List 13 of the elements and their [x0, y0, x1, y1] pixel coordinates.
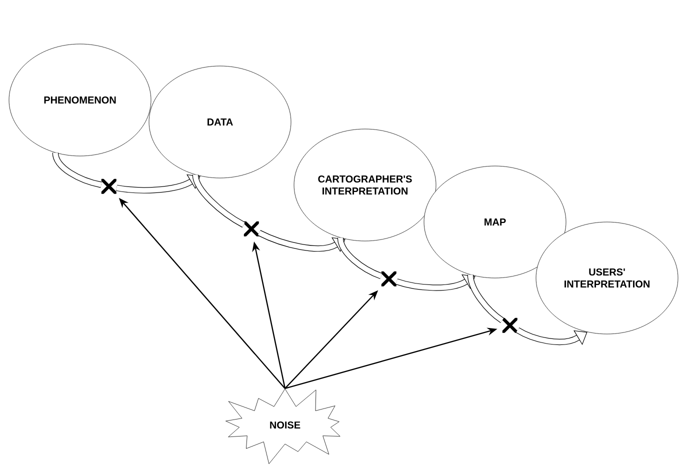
node-label: USERS' INTERPRETATION: [564, 268, 650, 288]
hollow-arrow: [516, 327, 588, 346]
hollow-arrow: [396, 274, 476, 291]
ellipse-node: DATA: [148, 66, 292, 178]
ellipse-node: PHENOMENON: [8, 44, 152, 156]
cross-mark: [381, 271, 396, 286]
cross-mark: [502, 318, 518, 333]
ellipse-node: USERS' INTERPRETATION: [536, 222, 678, 334]
ellipse-node: CARTOGRAPHER'S INTERPRETATION: [294, 128, 436, 242]
hollow-arrow: [116, 174, 200, 194]
ellipse-node: MAP: [424, 166, 566, 278]
cross-mark: [101, 178, 116, 194]
cross-mark: [244, 221, 259, 236]
